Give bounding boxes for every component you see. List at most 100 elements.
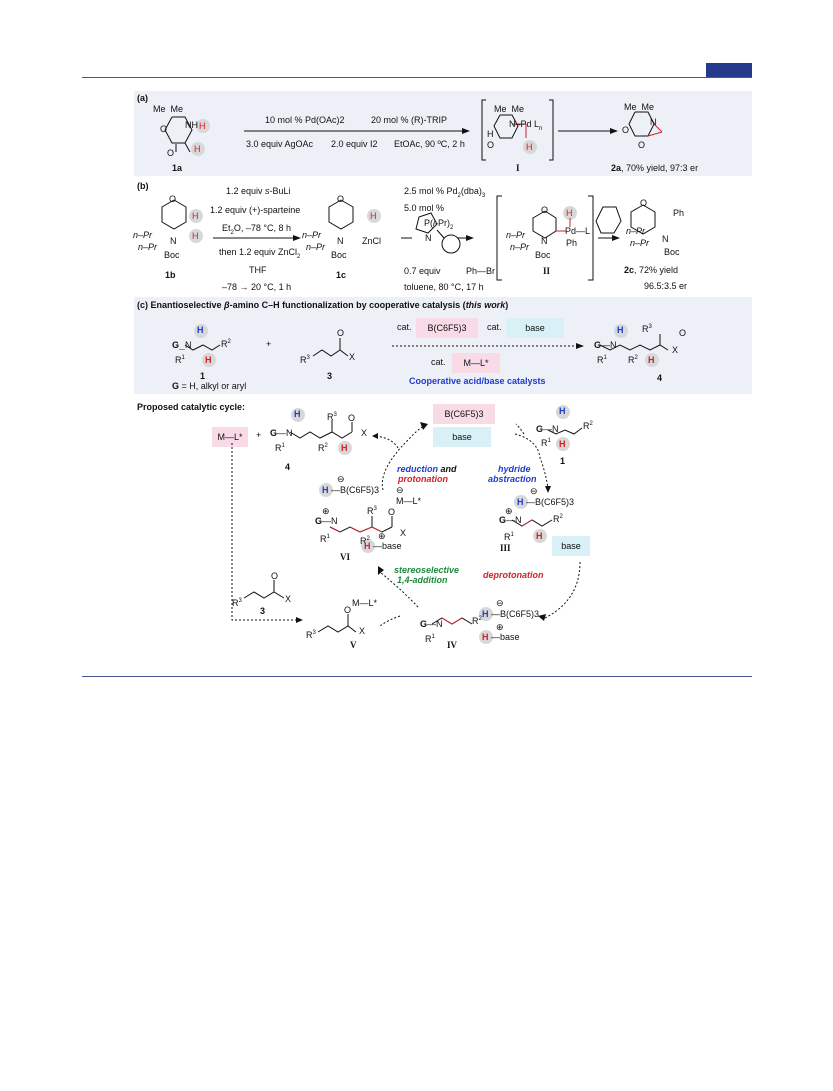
- atom-label: N: [170, 236, 177, 246]
- base-h-vi: —base: [373, 541, 402, 551]
- cycle-ml-chip: M—L*: [212, 427, 248, 447]
- borane-catalyst-chip: B(C6F5)3: [416, 318, 478, 338]
- bracket-right: [549, 99, 554, 161]
- cycle-plus: +: [256, 430, 262, 440]
- atom-label: X: [359, 626, 366, 636]
- atom-label: X: [400, 528, 407, 538]
- atom-label: H: [517, 497, 524, 507]
- atom-label: N–Pd Ln: [509, 119, 543, 132]
- cat-label-1: cat.: [397, 322, 412, 332]
- label-deprotonation: deprotonation: [483, 570, 544, 580]
- atom-label: H: [648, 355, 655, 365]
- step2-line2: 5.0 mol %: [404, 203, 445, 213]
- intermediate-I-label: I: [516, 163, 520, 173]
- atom-label: Ph: [673, 208, 685, 218]
- h-highlight: [291, 408, 305, 422]
- base-h-iv: —base: [491, 632, 520, 642]
- h-highlight: [319, 483, 333, 497]
- atom-label: O: [388, 507, 396, 517]
- cycle-borane-chip: B(C6F5)3: [433, 404, 495, 424]
- cycle-substrate-1-label: 1: [560, 456, 566, 466]
- h-highlight: [338, 441, 352, 455]
- atom-label: H: [192, 211, 199, 221]
- bracket-left: [496, 195, 502, 281]
- step2-line1: 2.5 mol % Pd2(dba)3: [404, 186, 486, 199]
- atom-label: R3: [327, 412, 337, 422]
- substrate-1a-structure: [164, 116, 193, 153]
- atom-label: X: [672, 345, 679, 355]
- top-rule: [82, 77, 752, 78]
- product-4-label: 4: [657, 373, 663, 383]
- h-highlight: [202, 353, 216, 367]
- atom-label: R2: [360, 536, 370, 546]
- g-definition: G = H, alkyl or aryl: [172, 381, 247, 391]
- cat-label-2: cat.: [487, 322, 502, 332]
- atom-label: H: [536, 531, 543, 541]
- product-2c-yield: 2c, 72% yield: [624, 265, 679, 275]
- label-reduction: reduction and: [397, 464, 457, 474]
- atom-label: R3: [367, 506, 377, 516]
- borohydride-vi: —B(C6F5)3: [331, 485, 380, 495]
- base-catalyst-chip: base: [506, 318, 564, 338]
- label-stereoselective: stereoselective: [394, 565, 460, 575]
- atom-label: H: [482, 609, 489, 619]
- step1-line2: 1.2 equiv (+)-sparteine: [210, 205, 301, 215]
- atom-label: H: [205, 355, 212, 365]
- atom-label: Ph: [566, 238, 578, 248]
- bottom-rule: [82, 676, 752, 677]
- step2-line5: toluene, 80 °C, 17 h: [404, 282, 484, 292]
- atom-label: H: [322, 485, 329, 495]
- bracket-right: [588, 195, 594, 281]
- h-highlight: [479, 607, 493, 621]
- reagent-agoac: 3.0 equiv AgOAc: [246, 139, 314, 149]
- atom-label: n–Pr: [626, 226, 646, 236]
- panel-c: [134, 297, 752, 394]
- atom-label: R1: [175, 355, 185, 365]
- intermediate-VI-label: VI: [340, 552, 351, 562]
- h-highlight: [367, 209, 381, 223]
- h-highlight: [196, 119, 210, 133]
- atom-label: H: [370, 211, 377, 221]
- atom-label: R3: [306, 630, 316, 640]
- atom-label: R1: [425, 634, 435, 644]
- borohydride-iv: —B(C6F5)3: [491, 609, 540, 619]
- atom-label: O: [348, 413, 356, 423]
- intermediate-V-label: V: [350, 640, 357, 650]
- atom-label: H: [199, 121, 206, 131]
- cooperative-caption: Cooperative acid/base catalysts: [409, 376, 546, 386]
- atom-label: R2: [318, 443, 328, 453]
- atom-label: H: [487, 129, 494, 139]
- atom-label: R3: [232, 598, 242, 608]
- atom-label: ⊕: [378, 531, 386, 541]
- atom-label: R1: [275, 443, 285, 453]
- label-protonation: protonation: [398, 474, 448, 484]
- atom-label: R3: [300, 355, 310, 365]
- atom-label: G—N: [594, 340, 617, 350]
- atom-label: ⊖: [496, 598, 504, 608]
- intermediate-III-label: III: [500, 543, 511, 553]
- plus-sign: +: [266, 339, 272, 349]
- cat-label-3: cat.: [431, 357, 446, 367]
- product-2a-result: 2a, 70% yield, 97:3 er: [611, 163, 699, 173]
- cycle-title: Proposed catalytic cycle:: [137, 402, 246, 412]
- atom-label: H: [341, 443, 348, 453]
- atom-label: O: [169, 194, 177, 204]
- atom-label: O: [344, 605, 352, 615]
- atom-label: N: [541, 236, 548, 246]
- atom-label: N: [662, 234, 669, 244]
- atom-label: NH: [185, 120, 198, 130]
- atom-label: R2: [553, 514, 563, 524]
- atom-label: ⊖: [337, 474, 345, 484]
- acceptor-3-label: 3: [327, 371, 333, 381]
- atom-label: N: [650, 117, 657, 127]
- atom-label: M—L*: [396, 496, 422, 506]
- reagent-iodine: 2.0 equiv I2: [331, 139, 378, 149]
- cycle-base-chip-top: base: [433, 427, 491, 447]
- step1-line4: then 1.2 equiv ZnCl2: [219, 247, 301, 260]
- atom-label: H: [294, 409, 301, 419]
- atom-label: n–Pr: [506, 230, 526, 240]
- h-highlight: [361, 539, 375, 553]
- panel-c-title: (c) Enantioselective β-amino C–H functio…: [137, 300, 509, 310]
